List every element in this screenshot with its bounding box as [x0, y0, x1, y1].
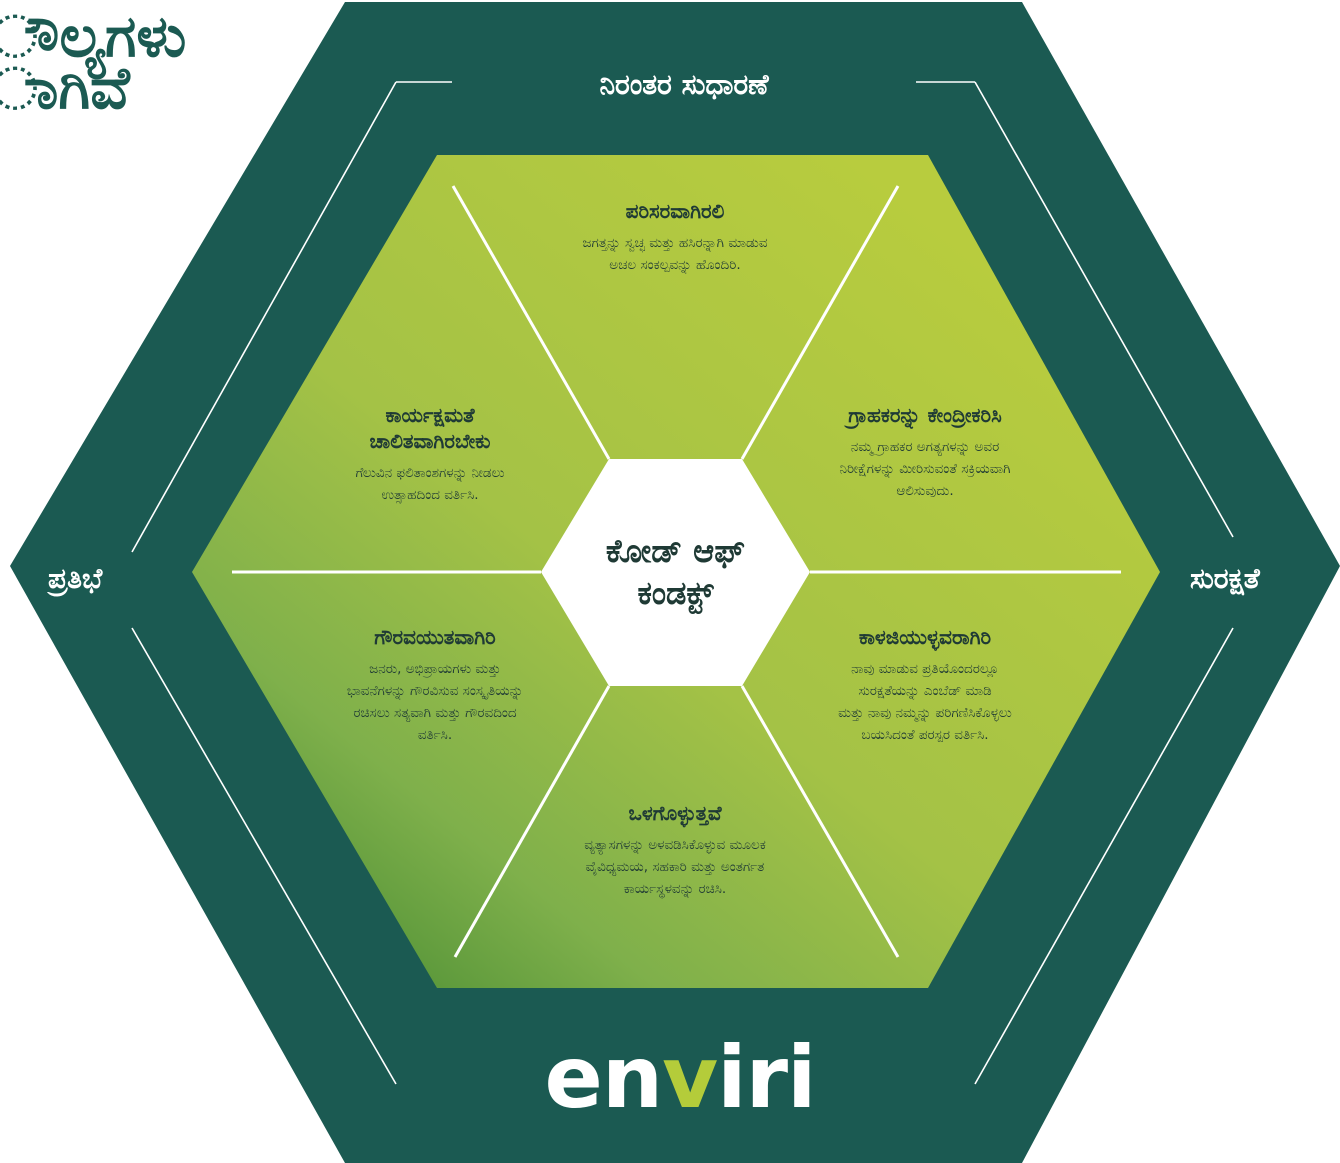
segment-title: ಕಾಳಜಿಯುಳ್ಳವರಾಗಿರಿ [858, 625, 992, 649]
segment-description: ಜಗತ್ತನ್ನು ಸ್ವಚ್ಛ ಮತ್ತು ಹಸಿರನ್ನಾಗಿ ಮಾಡುವ … [582, 235, 768, 273]
segment-description: ನಮ್ಮ ಗ್ರಾಹಕರ ಅಗತ್ಯಗಳನ್ನು ಅವರ ನಿರೀಕ್ಷೆಗಳನ… [839, 439, 1011, 499]
label-safety: ಸುರಕ್ಷತೆ [1190, 562, 1260, 595]
segment-title-line1: ಕಾರ್ಯಕ್ಷಮತೆ [385, 403, 475, 427]
segment-inclusive: ಒಳಗೊಳ್ಳುತ್ತವೆ ವ್ಯತ್ಯಾಸಗಳನ್ನು ಅಳವಡಿಸಿಕೊಳ್… [500, 800, 850, 900]
page-heading: ೌಲ್ಯಗಳು ಾಗಿವೆ [0, 2, 187, 122]
page-heading-line1: ೌಲ್ಯಗಳು [0, 2, 187, 70]
center-title: ಕೋಡ್ ಆಫ್ ಕಂಡಕ್ಟ್ [541, 530, 810, 614]
label-talent: ಪ್ರತಿಭೆ [48, 562, 103, 595]
center-title-line1: ಕೋಡ್ ಆಫ್ [605, 532, 746, 570]
segment-description: ನಾವು ಮಾಡುವ ಪ್ರತಿಯೊಂದರಲ್ಲೂ ಸುರಕ್ಷತೆಯನ್ನು … [838, 661, 1012, 743]
segment-description: ವ್ಯತ್ಯಾಸಗಳನ್ನು ಅಳವಡಿಸಿಕೊಳ್ಳುವ ಮೂಲಕ ವೈವಿಧ… [584, 837, 766, 897]
center-hexagon [541, 459, 810, 686]
segment-title: ಪರಿಸರವಾಗಿರಲಿ [625, 199, 725, 223]
segment-environment: ಪರಿಸರವಾಗಿರಲಿ ಜಗತ್ತನ್ನು ಸ್ವಚ್ಛ ಮತ್ತು ಹಸಿರ… [500, 198, 850, 276]
outer-outline [131, 81, 1234, 1085]
enviri-logo: enviri [544, 1028, 817, 1128]
segment-customer-focus: ಗ್ರಾಹಕರನ್ನು ಕೇಂದ್ರೀಕರಿಸಿ ನಮ್ಮ ಗ್ರಾಹಕರ ಅಗ… [760, 402, 1090, 502]
segment-title: ಗ್ರಾಹಕರನ್ನು ಕೇಂದ್ರೀಕರಿಸಿ [848, 403, 1002, 427]
segment-performance-driven: ಕಾರ್ಯಕ್ಷಮತೆ ಚಾಲಿತವಾಗಿರಬೇಕು ಗೆಲುವಿನ ಫಲಿತಾ… [270, 402, 590, 506]
label-continuous-improvement: ನಿರಂತರ ಸುಧಾರಣೆ [599, 68, 769, 101]
segment-dividers [232, 185, 1121, 958]
segment-title: ಒಳಗೊಳ್ಳುತ್ತವೆ [628, 801, 722, 825]
segment-title-line2: ಚಾಲಿತವಾಗಿರಬೇಕು [369, 429, 491, 453]
segment-respectful: ಗೌರವಯುತವಾಗಿರಿ ಜನರು, ಅಭಿಪ್ರಾಯಗಳು ಮತ್ತು ಭಾ… [275, 624, 595, 746]
segment-caring: ಕಾಳಜಿಯುಳ್ಳವರಾಗಿರಿ ನಾವು ಮಾಡುವ ಪ್ರತಿಯೊಂದರಲ… [760, 624, 1090, 746]
segment-title: ಗೌರವಯುತವಾಗಿರಿ [374, 625, 496, 649]
segment-description: ಗೆಲುವಿನ ಫಲಿತಾಂಶಗಳನ್ನು ನೀಡಲು ಉತ್ಸಾಹದಿಂದ ವ… [355, 465, 505, 503]
segment-description: ಜನರು, ಅಭಿಪ್ರಾಯಗಳು ಮತ್ತು ಭಾವನೆಗಳನ್ನು ಗೌರವ… [346, 661, 524, 743]
page-heading-line2: ಾಗಿವೆ [0, 54, 130, 122]
center-title-line2: ಕಂಡಕ್ಟ್ [637, 574, 714, 612]
